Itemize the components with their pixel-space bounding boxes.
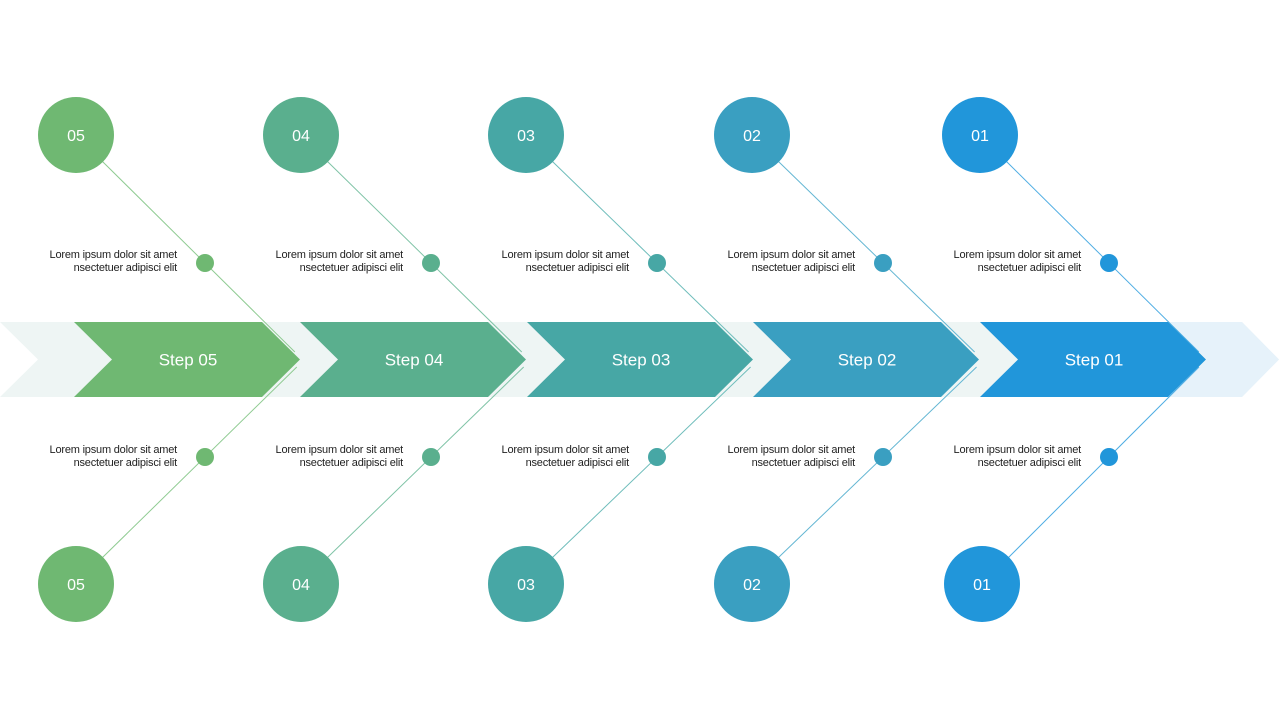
note-line: Lorem ipsum dolor sit amet bbox=[501, 444, 630, 456]
step-arrow-05: Step 05 bbox=[74, 322, 300, 397]
step-arrow-shape bbox=[300, 322, 526, 397]
note-line: nsectetuer adipisci elit bbox=[525, 457, 630, 469]
note-line: nsectetuer adipisci elit bbox=[751, 262, 856, 274]
note-line: Lorem ipsum dolor sit amet bbox=[275, 249, 404, 261]
note-line: nsectetuer adipisci elit bbox=[751, 457, 856, 469]
number-circle-top-label: 01 bbox=[971, 128, 989, 145]
step-arrow-shape bbox=[980, 322, 1206, 397]
connector-dot-top bbox=[196, 254, 214, 272]
number-circle-bottom-label: 05 bbox=[67, 577, 85, 594]
note-line: Lorem ipsum dolor sit amet bbox=[275, 444, 404, 456]
number-circle-top bbox=[714, 97, 790, 173]
note-line: Lorem ipsum dolor sit amet bbox=[727, 444, 856, 456]
note-line: Lorem ipsum dolor sit amet bbox=[49, 444, 178, 456]
connector-dot-top bbox=[1100, 254, 1118, 272]
connector-dot-bottom bbox=[422, 448, 440, 466]
number-circle-bottom-label: 04 bbox=[292, 577, 310, 594]
number-circle-bottom bbox=[944, 546, 1020, 622]
number-circle-bottom bbox=[38, 546, 114, 622]
step-label: Step 03 bbox=[612, 351, 671, 370]
step-arrow-03: Step 03 bbox=[527, 322, 753, 397]
number-circle-bottom bbox=[488, 546, 564, 622]
connector-dot-top bbox=[648, 254, 666, 272]
number-circle-top bbox=[38, 97, 114, 173]
connector-dot-top bbox=[422, 254, 440, 272]
step-arrow-02: Step 02 bbox=[753, 322, 979, 397]
step-arrow-shape bbox=[753, 322, 979, 397]
number-circle-bottom bbox=[714, 546, 790, 622]
step-label: Step 02 bbox=[838, 351, 897, 370]
note-line: Lorem ipsum dolor sit amet bbox=[953, 444, 1082, 456]
connector-dot-bottom bbox=[196, 448, 214, 466]
note-line: Lorem ipsum dolor sit amet bbox=[953, 249, 1082, 261]
step-arrow-shape bbox=[74, 322, 300, 397]
number-circle-bottom-label: 02 bbox=[743, 577, 761, 594]
number-circle-bottom bbox=[263, 546, 339, 622]
step-arrow-shape bbox=[527, 322, 753, 397]
background-band-end bbox=[1170, 322, 1279, 397]
note-line: nsectetuer adipisci elit bbox=[299, 457, 404, 469]
number-circle-top-label: 03 bbox=[517, 128, 535, 145]
note-line: nsectetuer adipisci elit bbox=[525, 262, 630, 274]
step-arrow-04: Step 04 bbox=[300, 322, 526, 397]
number-circle-top bbox=[263, 97, 339, 173]
note-line: Lorem ipsum dolor sit amet bbox=[501, 249, 630, 261]
step-label: Step 05 bbox=[159, 351, 218, 370]
note-line: nsectetuer adipisci elit bbox=[299, 262, 404, 274]
number-circle-bottom-label: 03 bbox=[517, 577, 535, 594]
number-circle-bottom-label: 01 bbox=[973, 577, 991, 594]
note-line: nsectetuer adipisci elit bbox=[73, 457, 178, 469]
step-label: Step 01 bbox=[1065, 351, 1124, 370]
note-line: nsectetuer adipisci elit bbox=[977, 457, 1082, 469]
note-line: nsectetuer adipisci elit bbox=[977, 262, 1082, 274]
step-label: Step 04 bbox=[385, 351, 444, 370]
connector-dot-top bbox=[874, 254, 892, 272]
note-line: Lorem ipsum dolor sit amet bbox=[727, 249, 856, 261]
note-line: Lorem ipsum dolor sit amet bbox=[49, 249, 178, 261]
connector-dot-bottom bbox=[648, 448, 666, 466]
number-circle-top-label: 04 bbox=[292, 128, 310, 145]
number-circle-top bbox=[488, 97, 564, 173]
number-circle-top bbox=[942, 97, 1018, 173]
step-arrow-01: Step 01 bbox=[980, 322, 1206, 397]
note-line: nsectetuer adipisci elit bbox=[73, 262, 178, 274]
number-circle-top-label: 05 bbox=[67, 128, 85, 145]
number-circle-top-label: 02 bbox=[743, 128, 761, 145]
connector-dot-bottom bbox=[874, 448, 892, 466]
connector-dot-bottom bbox=[1100, 448, 1118, 466]
